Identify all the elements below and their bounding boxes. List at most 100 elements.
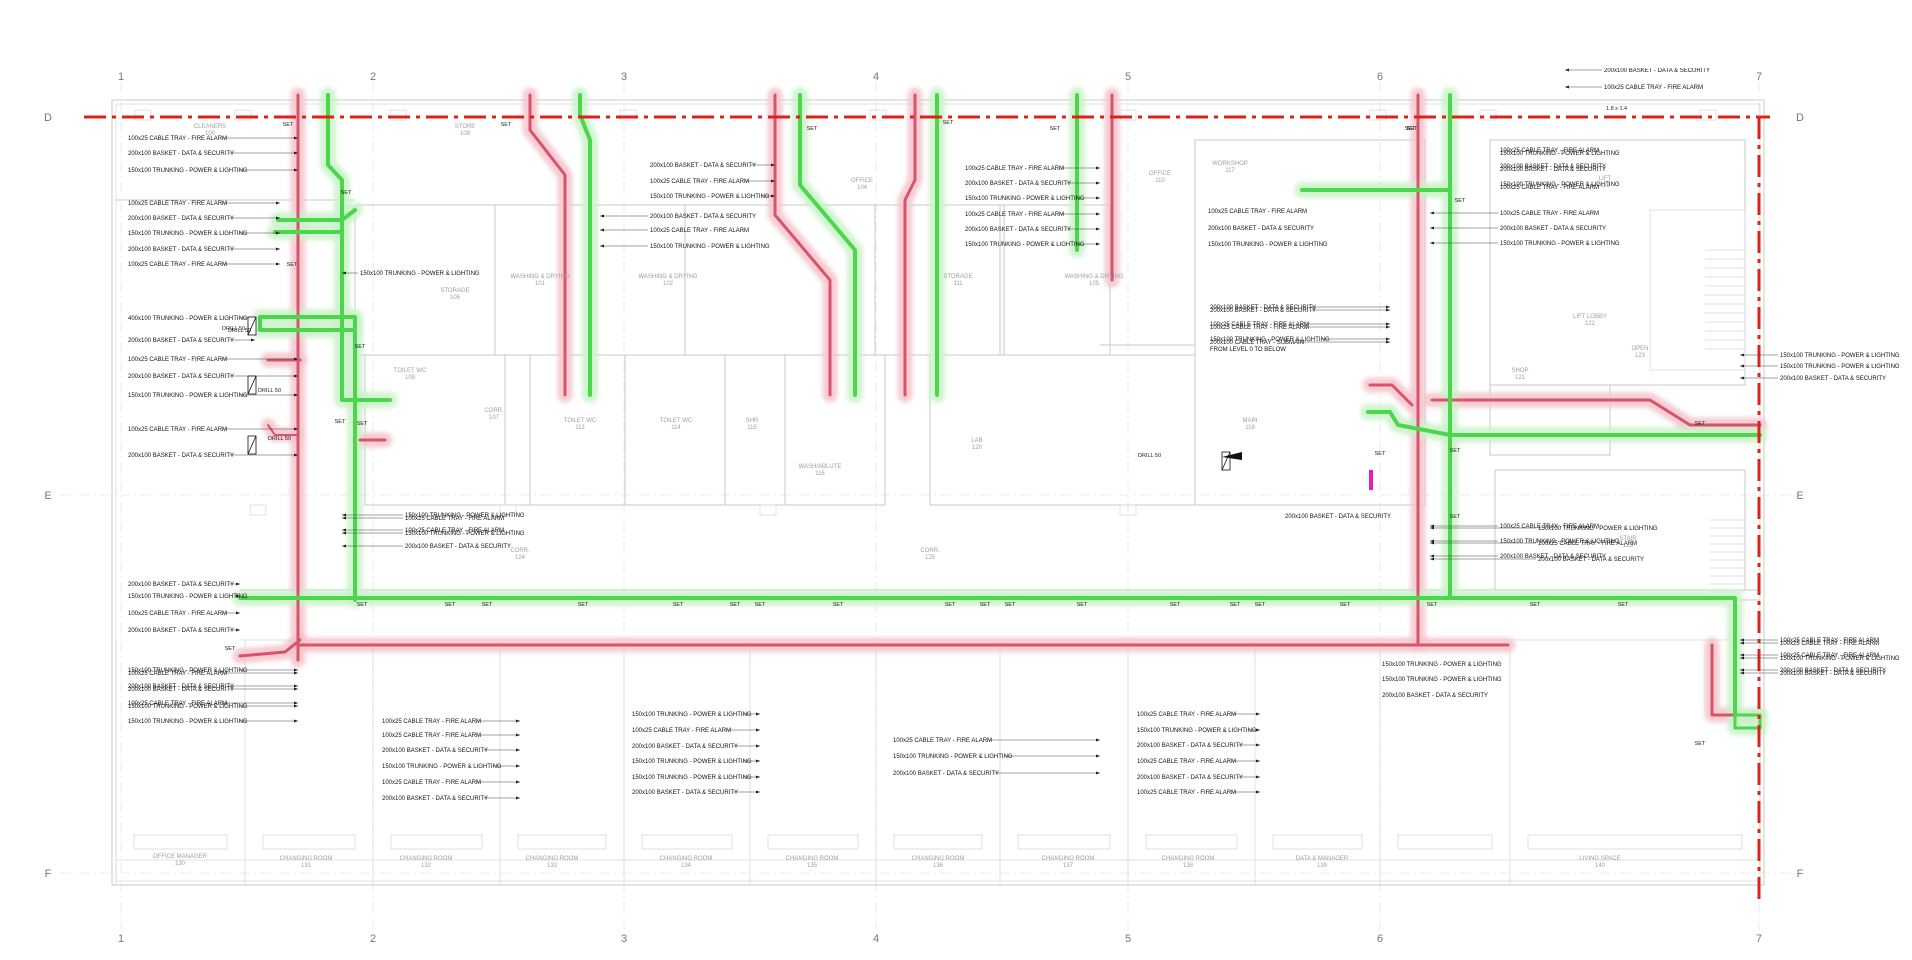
fire-alarm-route: [267, 424, 299, 436]
power-lighting-route-halo: [232, 590, 1743, 723]
grid-label-col-bottom: 1: [118, 933, 124, 945]
leader-arrow: [1430, 211, 1434, 215]
annotation-label: 200x100 BASKET - DATA & SECURITY: [632, 744, 738, 750]
annotation-label: 150x100 TRUNKING - POWER & LIGHTING: [1382, 662, 1502, 668]
set-marker: SET: [1077, 602, 1088, 608]
wall-outline: [390, 834, 483, 850]
leader-arrow: [251, 338, 255, 342]
leader-arrow: [1740, 671, 1744, 675]
leader-arrow: [756, 790, 760, 794]
leader-arrow: [342, 271, 346, 275]
set-marker: SET: [755, 602, 766, 608]
leader-arrow: [1740, 656, 1744, 660]
fire-alarm-route: [903, 93, 917, 397]
wall-outline: [389, 109, 407, 121]
leader-arrow: [236, 582, 240, 586]
leader-arrow: [276, 231, 280, 235]
wall-outline: [1649, 209, 1746, 371]
room-label: CORR.107: [484, 408, 504, 421]
leader-arrow: [1096, 242, 1100, 246]
grid-label-col-bottom: 5: [1125, 933, 1131, 945]
annotation-label: 200x100 BASKET - DATA & SECURITY: [128, 151, 234, 157]
leader-arrow: [756, 728, 760, 732]
wall-outline: [1145, 834, 1238, 850]
annotation-label: 100x25 CABLE TRAY - FIRE ALARM: [1604, 85, 1703, 91]
annotation-label: 150x100 TRUNKING - POWER & LIGHTING: [1208, 242, 1328, 248]
leader-arrow: [516, 719, 520, 723]
set-marker: SET: [355, 344, 366, 350]
fire-alarm-route-halo: [1362, 377, 1420, 413]
wall-outline: [869, 109, 887, 121]
leader-arrow: [1740, 653, 1744, 657]
annotation-label: 200x100 BASKET - DATA & SECURITY: [1137, 743, 1243, 749]
set-marker: SET: [482, 602, 493, 608]
wall-outline: [893, 834, 983, 850]
leader-arrow: [1386, 325, 1390, 329]
leader-arrow: [276, 247, 280, 251]
grid-label-row-right: D: [1796, 112, 1804, 124]
annotation-label: 150x100 TRUNKING - POWER & LIGHTING: [1780, 364, 1900, 370]
wall-outline: [1489, 384, 1611, 456]
set-marker: SET: [1340, 602, 1351, 608]
annotation-label: 150x100 TRUNKING - POWER & LIGHTING: [650, 244, 770, 250]
wall-outline: [133, 834, 228, 850]
containment-routes: [238, 93, 1762, 730]
leader-arrow: [276, 262, 280, 266]
leader-arrow: [342, 531, 346, 535]
annotation-label: 100x25 CABLE TRAY - FIRE ALARM: [128, 262, 227, 268]
annotation-label: 100x25 CABLE TRAY - FIRE ALARM: [405, 516, 504, 522]
leader-arrow: [294, 687, 298, 691]
leader-arrow: [1740, 364, 1744, 368]
annotation-label: 200x100 BASKET - DATA & SECURITY: [128, 338, 234, 344]
grid-label-col-top: 1: [118, 71, 124, 83]
drill-mark: DRILL 50: [1138, 453, 1161, 459]
leader-arrow: [236, 594, 240, 598]
annotation-label: 200x100 BASKET - DATA & SECURITY: [1285, 514, 1391, 520]
leader-arrow: [1430, 554, 1434, 558]
annotation-label: 150x100 TRUNKING - POWER & LIGHTING: [1500, 182, 1620, 188]
set-marker: SET: [730, 602, 741, 608]
annotation-label: 150x100 TRUNKING - POWER & LIGHTING: [382, 764, 502, 770]
leader-arrow: [1386, 337, 1390, 341]
wall-outline: [1479, 109, 1497, 121]
annotation-label: 100x25 CABLE TRAY - FIRE ALARM: [1208, 209, 1307, 215]
annotation-label: 150x100 TRUNKING - POWER & LIGHTING: [632, 712, 752, 718]
set-marker: SET: [1407, 126, 1418, 132]
leader-arrow: [1430, 539, 1434, 543]
leader-arrow: [516, 796, 520, 800]
leader-arrow: [1256, 790, 1260, 794]
annotation-label: 200x100 BASKET - DATA & SECURITY: [128, 628, 234, 634]
annotation-label: 100x25 CABLE TRAY - FIRE ALARM: [893, 738, 992, 744]
annotation-label: 100x25 CABLE TRAY - FIRE ALARM: [1500, 524, 1599, 530]
annotation-label: 200x100 BASKET - DATA & SECURITY: [1500, 167, 1606, 173]
annotation-label: 200x100 BASKET - DATA & SECURITY: [1210, 305, 1316, 311]
annotation-label: 150x100 TRUNKING - POWER & LIGHTING: [405, 513, 525, 519]
set-marker: SET: [1455, 198, 1466, 204]
annotation-label: 150x100 TRUNKING - POWER & LIGHTING: [405, 531, 525, 537]
set-marker: SET: [1050, 126, 1061, 132]
leader-arrow: [1565, 85, 1569, 89]
structural-grid: [60, 82, 1790, 930]
annotation-label: 150x100 TRUNKING - POWER & LIGHTING: [128, 231, 248, 237]
wall-outline: [517, 834, 607, 850]
slab-riser-mark: [1369, 470, 1373, 490]
leader-arrow: [1096, 771, 1100, 775]
annotation-label: 200x100 BASKET - DATA & SECURITY: [128, 216, 234, 222]
riser-symbol-slash: [247, 316, 257, 336]
riser-symbol-slash: [1221, 451, 1231, 471]
annotation-label: 100x25 CABLE TRAY - FIRE ALARM: [128, 201, 227, 207]
leader-arrow: [756, 744, 760, 748]
drill-mark: DRILL 50: [268, 436, 291, 442]
grid-label-col-top: 6: [1377, 71, 1383, 83]
wall-outline: [1369, 109, 1387, 121]
leader-arrow: [294, 704, 298, 708]
